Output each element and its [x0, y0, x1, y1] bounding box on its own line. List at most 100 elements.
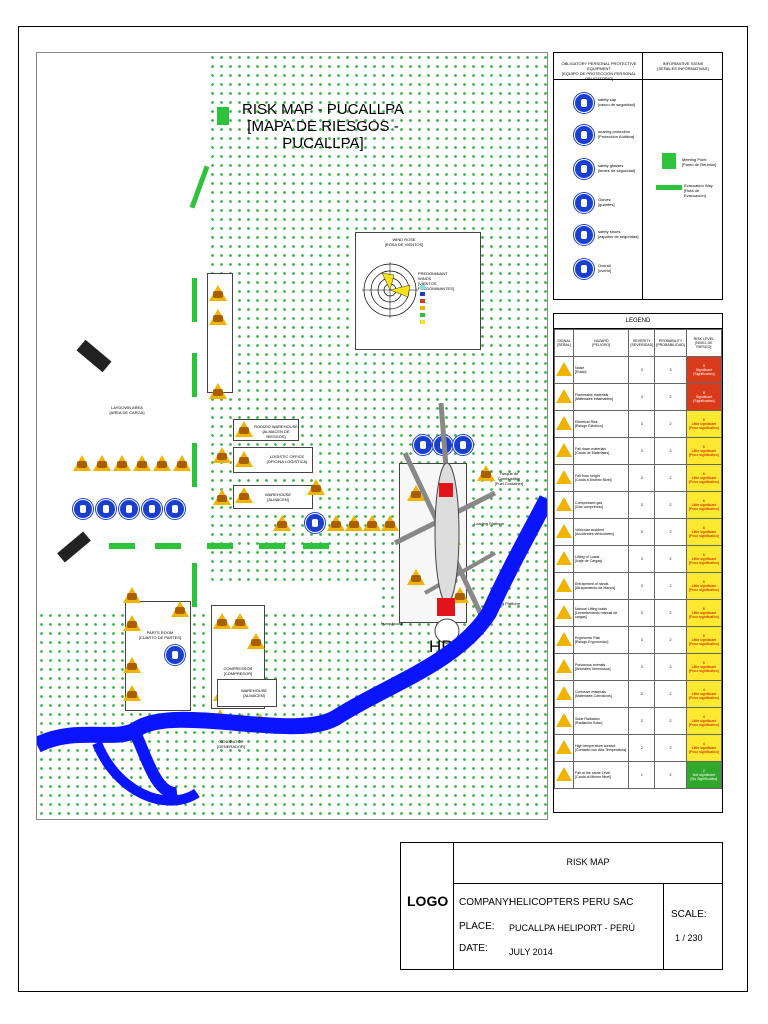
legend-severity: 3 — [628, 599, 656, 627]
scale-value: 1 / 230 — [675, 933, 703, 943]
legend-risk-level: 6 Little significant [Poco significativo… — [685, 437, 723, 465]
legend-row: Fall at the same Level [Caída al Mismo N… — [554, 761, 723, 789]
hazard-sign-icon — [554, 410, 574, 438]
hazard-sign — [327, 515, 345, 531]
ppe-item-1: safety cap [casco de seguridad] — [598, 97, 635, 107]
hazard-sign-icon — [554, 464, 574, 492]
legend-title: LEGEND — [554, 314, 722, 329]
legend-severity: 3 — [628, 518, 656, 546]
hazard-sign-icon — [554, 437, 574, 465]
ppe-item-6: Overall [overol] — [598, 263, 612, 273]
date-value: JULY 2014 — [509, 947, 553, 957]
safety-cap-icon — [574, 93, 594, 113]
safety-glasses-icon — [574, 159, 594, 179]
wind-rose-icon — [362, 262, 418, 318]
legend-probability: 2 — [654, 545, 687, 573]
wind-legend-swatches — [420, 285, 425, 324]
safety-glasses-icon — [453, 435, 473, 455]
hazard-sign — [213, 489, 231, 505]
ppe-header-right: INFORMATIVE SIGNS [SEÑALES INFORMATIVAS] — [657, 61, 709, 71]
hazard-sign — [235, 421, 253, 437]
compressor-label: COMPRESSOR [COMPRESOR] — [223, 666, 253, 676]
legend-risk-level: 6 Little significant [Poco significativo… — [685, 599, 723, 627]
legend-risk-level: 4 Little significant [Poco significativo… — [685, 707, 723, 735]
place-label: PLACE: — [459, 921, 495, 932]
evac-route-h2 — [155, 543, 181, 549]
hazard-sign-icon — [554, 761, 574, 789]
legend-table: SIGNAL [SEÑAL] HAZARD [PELIGRO] SEVERITY… — [554, 329, 723, 789]
legend-row: Corrosive materials [Materiales Corrosiv… — [554, 680, 723, 708]
legend-hazard: Corrosive materials [Materiales Corrosiv… — [572, 680, 630, 708]
legend-hazard: Entrapment of hands [Atrapamiento de Man… — [572, 572, 630, 600]
evac-route-v1 — [192, 278, 197, 322]
legend-hazard: Ergonomic Risk [Riesgo Ergonómico] — [572, 626, 630, 654]
legend-hazard: Lifting of Loads [Izaje de Cargas] — [572, 545, 630, 573]
ppe-header-left: OBLIGATORY PERSONAL PROTECTIVE EQUIPMENT… — [561, 61, 637, 81]
legend-risk-level: 9 Significant [Significativo] — [685, 356, 723, 384]
hazard-sign — [153, 455, 171, 471]
hazard-sign-icon — [554, 599, 574, 627]
loading-platform-label-2: Loading Platform — [489, 601, 521, 606]
gloves-icon — [574, 193, 594, 213]
safety-shoes-icon — [574, 225, 594, 245]
map-title: RISK MAP - PUCALLPA [MAPA DE RIESGOS - P… — [223, 101, 423, 152]
hazard-sign — [171, 601, 189, 617]
legend-probability: 2 — [654, 410, 687, 438]
hazard-sign — [73, 455, 91, 471]
evac-route-v2 — [192, 353, 197, 397]
ppe-item-4: Gloves [guantes] — [598, 197, 615, 207]
safety-cap-icon — [305, 513, 325, 533]
evac-route-h3 — [207, 543, 233, 549]
legend-row: Entrapment of hands [Atrapamiento de Man… — [554, 572, 723, 600]
warehouse-2: WAREHOUSE [ALMACEN] — [217, 679, 277, 707]
legend-severity: 3 — [628, 356, 656, 384]
scale-label: SCALE: — [671, 909, 707, 920]
ppe-item-3: safety glasses [lentes de seguridad] — [598, 163, 636, 173]
legend-col-severity: SEVERITY [SEVERIDAD] — [628, 329, 656, 357]
hazard-sign — [273, 515, 291, 531]
legend-col-risk: RISK LEVEL [NIVEL DE RIESGO] — [685, 329, 723, 357]
hazard-sign-icon — [554, 653, 574, 681]
legend-probability: 2 — [654, 599, 687, 627]
legend-hazard: Vehicular accident [Accidentes vehicular… — [572, 518, 630, 546]
helicopter-icon — [393, 403, 497, 644]
legend-severity: 3 — [628, 626, 656, 654]
legend-row: Manual Lifting loads [Levantamiento manu… — [554, 599, 723, 627]
safety-cap-icon — [165, 645, 185, 665]
hazard-sign — [345, 515, 363, 531]
warehouse-2-label: WAREHOUSE [ALMACEN] — [240, 688, 268, 698]
hazard-sign — [133, 455, 151, 471]
hazard-sign — [123, 657, 141, 673]
hazard-sign — [307, 479, 325, 495]
legend-row: Vehicular accident [Accidentes vehicular… — [554, 518, 723, 546]
legend-col-hazard: HAZARD [PELIGRO] — [572, 329, 630, 357]
drawing-frame — [18, 26, 748, 992]
hazard-sign — [235, 487, 253, 503]
legend-col-signal: SIGNAL [SEÑAL] — [554, 329, 574, 357]
legend-hazard: Compressed gas [Gas comprimido] — [572, 491, 630, 519]
rodizio-label: RODIZIO WAREHOUSE [ALMACEN DE RIESGOS] — [254, 424, 298, 439]
evac-route-h4 — [259, 543, 285, 549]
legend-row: Fall from height [Caída a Distinto Nivel… — [554, 464, 723, 492]
legend-risk-level: 6 Little significant [Poco significativo… — [685, 464, 723, 492]
legend-hazard: Electrical Risk [Riesgo Eléctrico] — [572, 410, 630, 438]
legend-hazard: Fall from height [Caída a Distinto Nivel… — [572, 464, 630, 492]
legend-hazard: Fall down materials [Caída de Materiales… — [572, 437, 630, 465]
hazard-sign — [209, 309, 227, 325]
legend-severity: 3 — [628, 491, 656, 519]
info-item-1: Meeting Point [Punto de Reunión] — [682, 157, 717, 167]
legend-risk-level: 6 Little significant [Poco significativo… — [685, 572, 723, 600]
hazard-sign-icon — [554, 518, 574, 546]
hazard-sign — [213, 447, 231, 463]
hazard-sign-icon — [554, 626, 574, 654]
legend-risk-level: 8 Significant [Significativo] — [685, 383, 723, 411]
legend-severity: 2 — [628, 707, 656, 735]
hazard-sign — [113, 455, 131, 471]
hazard-sign — [123, 587, 141, 603]
legend-panel: LEGEND SIGNAL [SEÑAL] HAZARD [PELIGRO] S… — [553, 313, 723, 813]
legend-row: Flammable materials [Materiales Inflamab… — [554, 383, 723, 411]
legend-severity: 3 — [628, 464, 656, 492]
